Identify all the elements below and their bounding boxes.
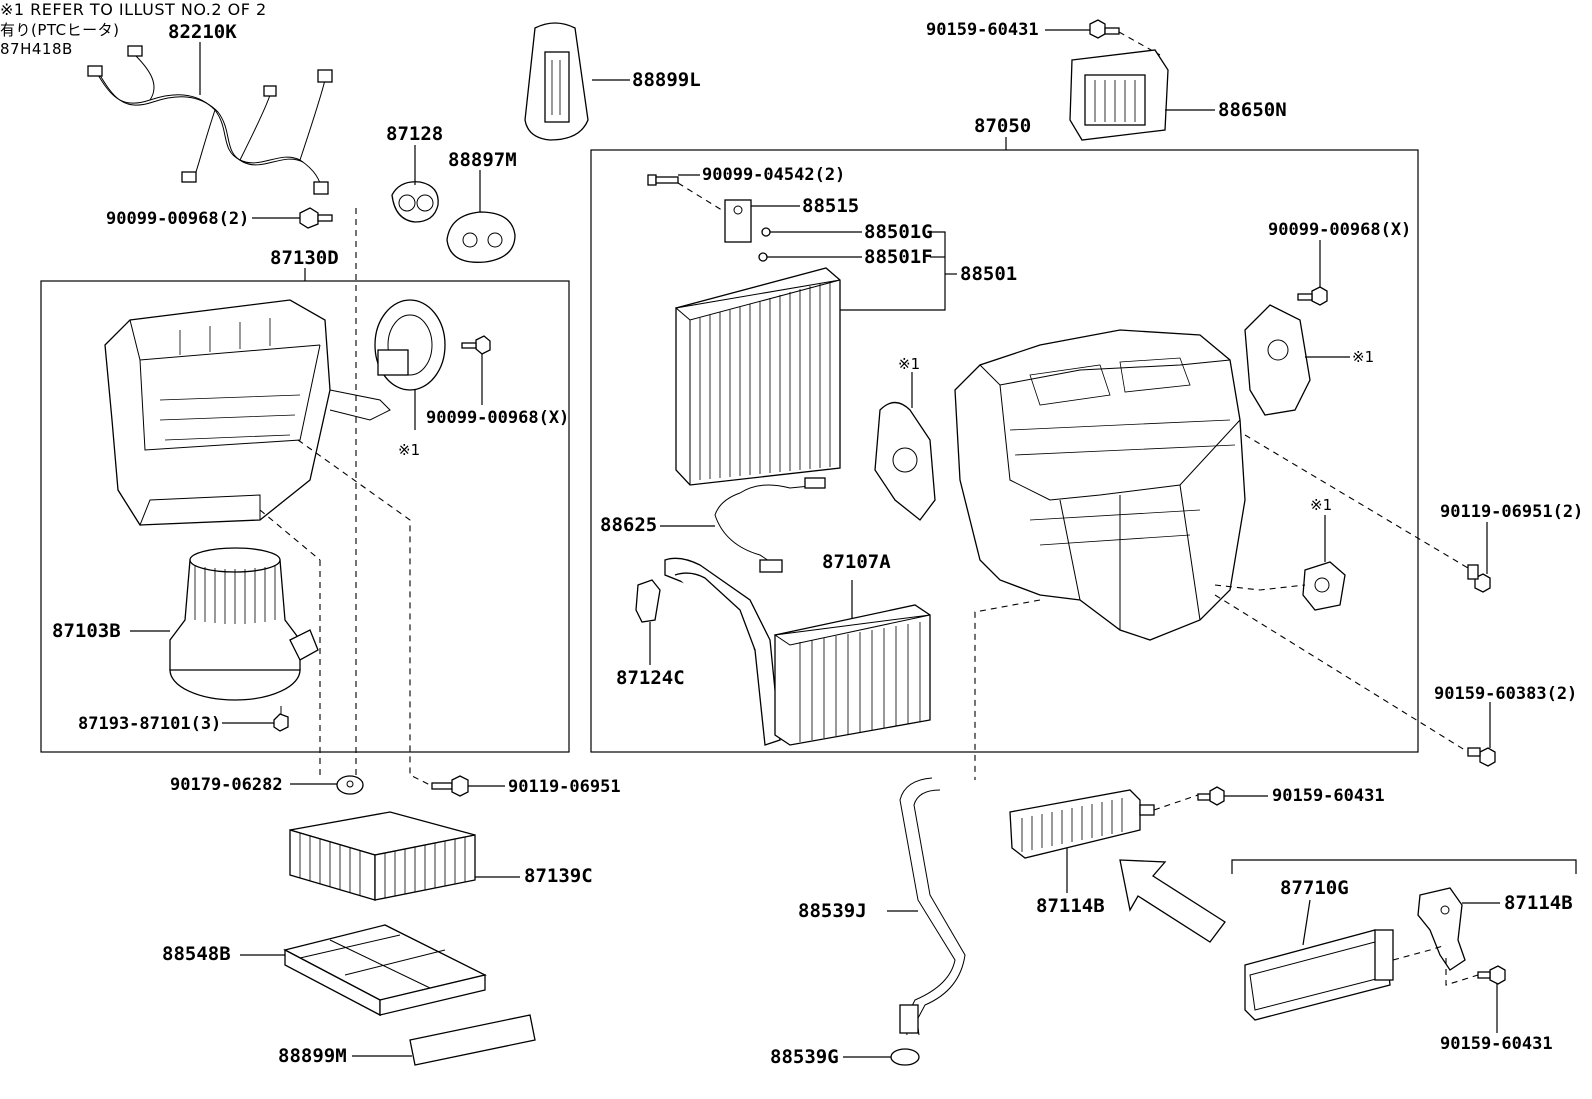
ref-mark-mid: ※1 [898, 355, 921, 373]
label-87139c: 87139C [524, 865, 593, 887]
refer-note: ※1 REFER TO ILLUST NO.2 OF 2 [0, 0, 267, 19]
label-90179-06282: 90179-06282 [170, 775, 283, 795]
heater-core-87107a [664, 557, 931, 746]
label-90099-00968-x-right: 90099-00968(X) [1268, 220, 1412, 240]
bolt-90099-00968-x-left [461, 335, 491, 405]
label-87710g: 87710G [1280, 877, 1349, 899]
label-90099-04542: 90099-04542(2) [702, 165, 846, 185]
label-87114b-mid: 87114B [1036, 895, 1105, 917]
o-ring-88501g [761, 227, 771, 237]
label-88539j: 88539J [798, 900, 867, 922]
label-87193-87101: 87193-87101(3) [78, 714, 222, 734]
bolt-90119-06951-right [1467, 522, 1491, 593]
label-90119-06951: 90119-06951 [508, 777, 621, 797]
bolt-90099-00968-x-right [1297, 240, 1328, 306]
label-88515: 88515 [802, 195, 860, 217]
label-88501: 88501 [960, 263, 1018, 285]
bracket-87114b-right [1417, 887, 1500, 971]
label-87124c: 87124C [616, 667, 685, 689]
label-88548b: 88548B [162, 943, 231, 965]
bolt-90099-00968 [252, 207, 333, 229]
label-90159-60431-bottom: 90159-60431 [1440, 1034, 1553, 1054]
label-87128: 87128 [386, 123, 444, 145]
direction-arrow [1119, 859, 1226, 943]
label-90099-00968-2: 90099-00968(2) [106, 209, 250, 229]
figure-code: 87H418B [0, 40, 73, 58]
label-88899m: 88899M [278, 1045, 347, 1067]
label-87107a: 87107A [822, 551, 891, 573]
actuator-left [874, 372, 936, 521]
cover-88899l [524, 22, 630, 141]
label-88539g: 88539G [770, 1046, 839, 1068]
label-90099-00968-x-left: 90099-00968(X) [426, 408, 570, 428]
wire-harness-82210k [87, 42, 333, 195]
air-filter-87139c [289, 811, 520, 901]
ref-mark-left: ※1 [398, 441, 421, 459]
label-87103b: 87103B [52, 620, 121, 642]
bolt-90159-60431-top [1045, 19, 1120, 39]
label-90119-06951-2: 90119-06951(2) [1440, 502, 1584, 522]
evaporator-88501 [674, 267, 841, 486]
label-87050: 87050 [974, 115, 1032, 137]
label-88897m: 88897M [448, 149, 517, 171]
bolt-90119-06951 [431, 775, 505, 797]
label-88625: 88625 [600, 514, 658, 536]
expansion-valve-88515 [724, 199, 800, 243]
label-87130d: 87130D [270, 247, 339, 269]
sensor-88625 [660, 477, 826, 573]
label-82210k: 82210K [168, 21, 237, 43]
ecu-88650n [1069, 49, 1215, 141]
actuator-right-top [1244, 304, 1350, 416]
label-88650n: 88650N [1218, 99, 1287, 121]
o-ring-88501f [758, 252, 768, 262]
screw-90099-04542 [647, 174, 700, 186]
group-box-87050 [590, 149, 1419, 753]
bolt-90159-60431-bottom [1477, 965, 1506, 1033]
hvac-housing-87050 [954, 329, 1246, 641]
filter-tray-88548b [240, 924, 487, 1017]
ptc-heater-87710g [1244, 899, 1394, 1021]
label-90159-60431-mid: 90159-60431 [1272, 786, 1385, 806]
ref-mark-right-lower: ※1 [1310, 496, 1333, 514]
bolt-90159-60431-mid [1197, 786, 1268, 806]
blower-motor-87103b [130, 547, 319, 701]
screw-87193-87101 [222, 706, 289, 732]
seal-87128 [391, 145, 439, 223]
actuator-right-lower [1302, 515, 1346, 611]
grommet-88539g [843, 1048, 920, 1066]
ptc-note: 有り(PTCヒータ) [0, 21, 120, 39]
blower-actuator [374, 299, 446, 430]
blower-case-87130d [104, 299, 391, 527]
label-88501g: 88501G [864, 221, 933, 243]
bolt-90159-60383 [1467, 702, 1496, 767]
label-88899l: 88899L [632, 69, 701, 91]
grommet-90179-06282 [290, 775, 364, 795]
seal-88897m [446, 170, 516, 263]
clip-87124c [635, 579, 661, 665]
label-88501f: 88501F [864, 246, 933, 268]
drain-hose-88539j [887, 777, 966, 1036]
ref-mark-right-top: ※1 [1352, 348, 1375, 366]
label-90159-60383-2: 90159-60383(2) [1434, 684, 1578, 704]
ptc-bracket [1231, 859, 1577, 874]
label-87114b-right: 87114B [1504, 892, 1573, 914]
label-90159-60431-top: 90159-60431 [926, 20, 1039, 40]
cover-88899m [352, 1014, 536, 1066]
